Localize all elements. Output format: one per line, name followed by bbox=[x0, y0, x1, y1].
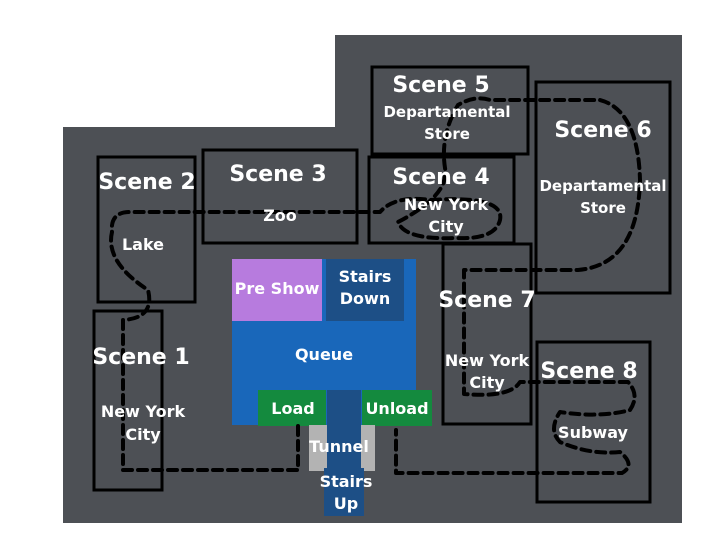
scene-3-labels: Scene 3 Zoo bbox=[229, 162, 326, 225]
stairs-down[interactable] bbox=[326, 259, 404, 321]
scene-6-line1: Departamental bbox=[539, 177, 666, 195]
load-label: Load bbox=[271, 399, 314, 418]
stairs-up-label-2: Up bbox=[334, 494, 358, 513]
scene-3-box[interactable] bbox=[201, 148, 359, 245]
scene-4-labels: Scene 4 New York City bbox=[392, 165, 489, 236]
scene-6-labels: Scene 6 Departamental Store bbox=[539, 118, 666, 217]
scene-7-labels: Scene 7 New York City bbox=[438, 288, 535, 392]
queue-label: Queue bbox=[295, 345, 353, 364]
unload-label: Unload bbox=[365, 399, 428, 418]
scene-7-line1: New York bbox=[445, 351, 530, 370]
preshow-label: Pre Show bbox=[235, 279, 320, 298]
scene-5-labels: Scene 5 Departamental Store bbox=[383, 73, 510, 143]
scene-1-box[interactable] bbox=[92, 309, 164, 492]
scene-4-line1: New York bbox=[404, 195, 489, 214]
stairs-up[interactable] bbox=[324, 468, 364, 516]
scene-4-line2: City bbox=[428, 217, 464, 236]
scene-7-box[interactable] bbox=[441, 242, 533, 426]
scene-5-line1: Departamental bbox=[383, 103, 510, 121]
ride-track-path bbox=[109, 96, 642, 475]
tunnel-wall-right bbox=[361, 425, 375, 471]
tunnel-wall-left bbox=[309, 425, 327, 471]
preshow-room[interactable] bbox=[232, 259, 322, 321]
scene-2-box[interactable] bbox=[96, 155, 197, 304]
scene-2-line1: Lake bbox=[122, 235, 164, 254]
load-platform[interactable] bbox=[258, 390, 326, 426]
stairs-down-label-2: Down bbox=[340, 289, 390, 308]
scene-1-title: Scene 1 bbox=[92, 345, 189, 370]
scene-1-line1: New York bbox=[101, 402, 186, 421]
scene-7-title: Scene 7 bbox=[438, 288, 535, 313]
scene-5-box[interactable] bbox=[370, 65, 530, 156]
scene-1-labels: Scene 1 New York City bbox=[92, 345, 189, 444]
tunnel[interactable] bbox=[327, 390, 361, 471]
scene-8-labels: Scene 8 Subway bbox=[540, 359, 637, 442]
scene-6-title: Scene 6 bbox=[554, 118, 651, 143]
scene-5-title: Scene 5 bbox=[392, 73, 489, 98]
stairs-down-label-1: Stairs bbox=[339, 267, 392, 286]
scene-6-box[interactable] bbox=[534, 80, 672, 295]
scene-3-title: Scene 3 bbox=[229, 162, 326, 187]
scene-8-title: Scene 8 bbox=[540, 359, 637, 384]
scene-6-line2: Store bbox=[580, 199, 626, 217]
tunnel-label: Tunnel bbox=[309, 437, 369, 456]
scene-2-labels: Scene 2 Lake bbox=[98, 170, 195, 254]
scene-3-line1: Zoo bbox=[263, 206, 297, 225]
stairs-up-label-1: Stairs bbox=[320, 472, 373, 491]
scene-5-line2: Store bbox=[424, 125, 470, 143]
scene-8-box[interactable] bbox=[535, 340, 652, 504]
scene-7-line2: City bbox=[469, 373, 505, 392]
unload-platform[interactable] bbox=[362, 390, 432, 426]
scene-2-title: Scene 2 bbox=[98, 170, 195, 195]
scene-1-line2: City bbox=[125, 425, 161, 444]
scene-4-title: Scene 4 bbox=[392, 165, 489, 190]
scene-8-line1: Subway bbox=[558, 423, 628, 442]
